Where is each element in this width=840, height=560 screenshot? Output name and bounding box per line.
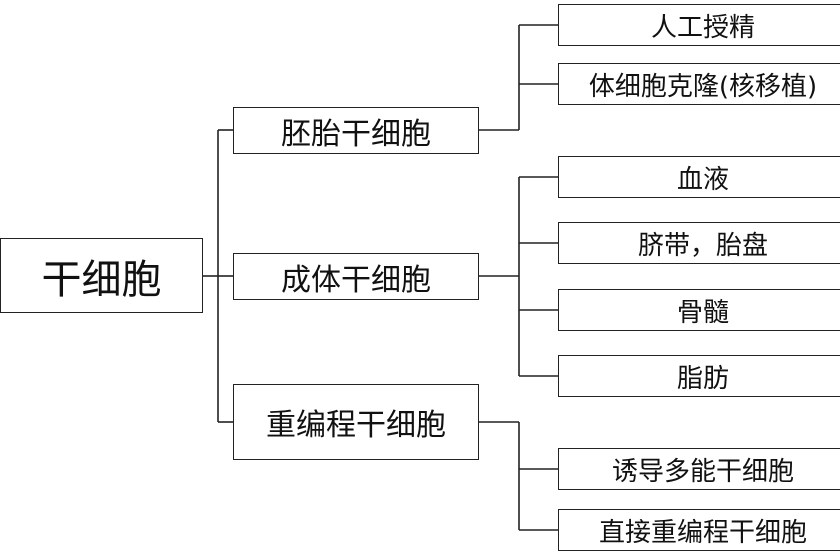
leaf-node-fat: 脂肪 xyxy=(558,355,840,397)
leaf-node-direct-reprogrammed: 直接重编程干细胞 xyxy=(558,509,840,551)
leaf-node-somatic-cloning: 体细胞克隆(核移植) xyxy=(558,63,840,105)
leaf-label: 血液 xyxy=(676,164,729,195)
leaf-node-umbilical-placenta: 脐带，胎盘 xyxy=(558,222,840,264)
root-label: 干细胞 xyxy=(41,256,162,303)
leaf-label: 脂肪 xyxy=(676,363,729,394)
leaf-label: 直接重编程干细胞 xyxy=(598,517,807,548)
branch-node-reprogrammed: 重编程干细胞 xyxy=(233,384,479,460)
leaf-node-bone-marrow: 骨髓 xyxy=(558,289,840,331)
root-node: 干细胞 xyxy=(0,238,203,313)
branch-label: 重编程干细胞 xyxy=(266,408,446,443)
branch-label: 成体干细胞 xyxy=(281,262,431,298)
leaf-label: 诱导多能干细胞 xyxy=(611,456,794,487)
leaf-label: 脐带，胎盘 xyxy=(637,230,768,261)
leaf-node-blood: 血液 xyxy=(558,156,840,198)
leaf-label: 体细胞克隆(核移植) xyxy=(588,71,818,102)
branch-label: 胚胎干细胞 xyxy=(281,116,431,152)
leaf-node-induced-pluripotent: 诱导多能干细胞 xyxy=(558,448,840,490)
leaf-node-artificial-insemination: 人工授精 xyxy=(558,4,840,46)
leaf-label: 骨髓 xyxy=(676,297,729,328)
branch-node-embryonic: 胚胎干细胞 xyxy=(233,107,479,154)
branch-node-adult: 成体干细胞 xyxy=(233,253,479,300)
leaf-label: 人工授精 xyxy=(650,12,755,43)
